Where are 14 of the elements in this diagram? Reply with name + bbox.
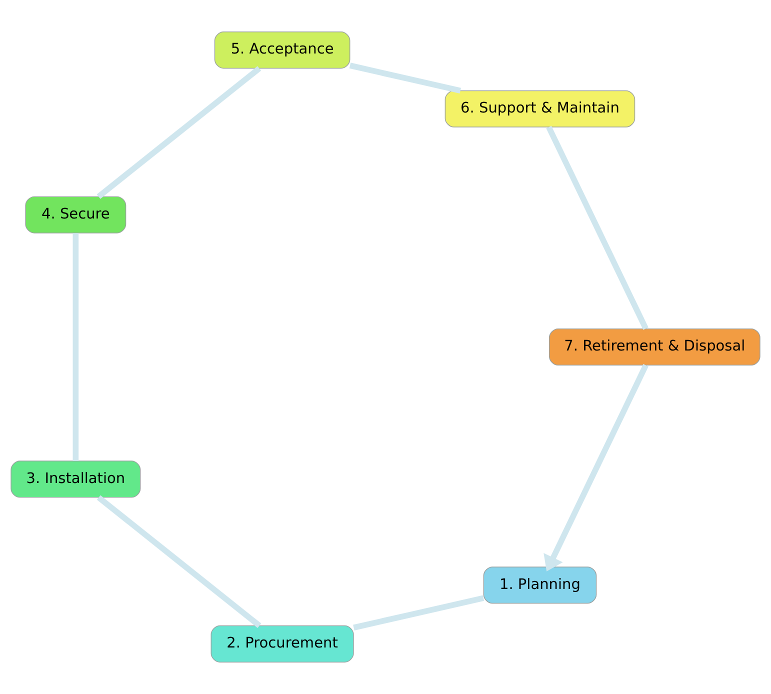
connector <box>546 126 648 330</box>
connector <box>353 595 484 630</box>
node-box: 1. Planning <box>483 566 597 604</box>
connector <box>72 233 79 461</box>
connector <box>96 495 262 628</box>
node-box: 6. Support & Maintain <box>444 90 636 128</box>
node-box: 7. Retirement & Disposal <box>548 328 760 366</box>
connector <box>96 66 262 199</box>
connector <box>349 62 462 94</box>
node-box: 2. Procurement <box>210 625 354 662</box>
arrow <box>544 364 648 572</box>
node-box: 3. Installation <box>10 460 141 498</box>
node-box: 5. Acceptance <box>214 32 350 69</box>
node-box: 4. Secure <box>25 196 126 234</box>
